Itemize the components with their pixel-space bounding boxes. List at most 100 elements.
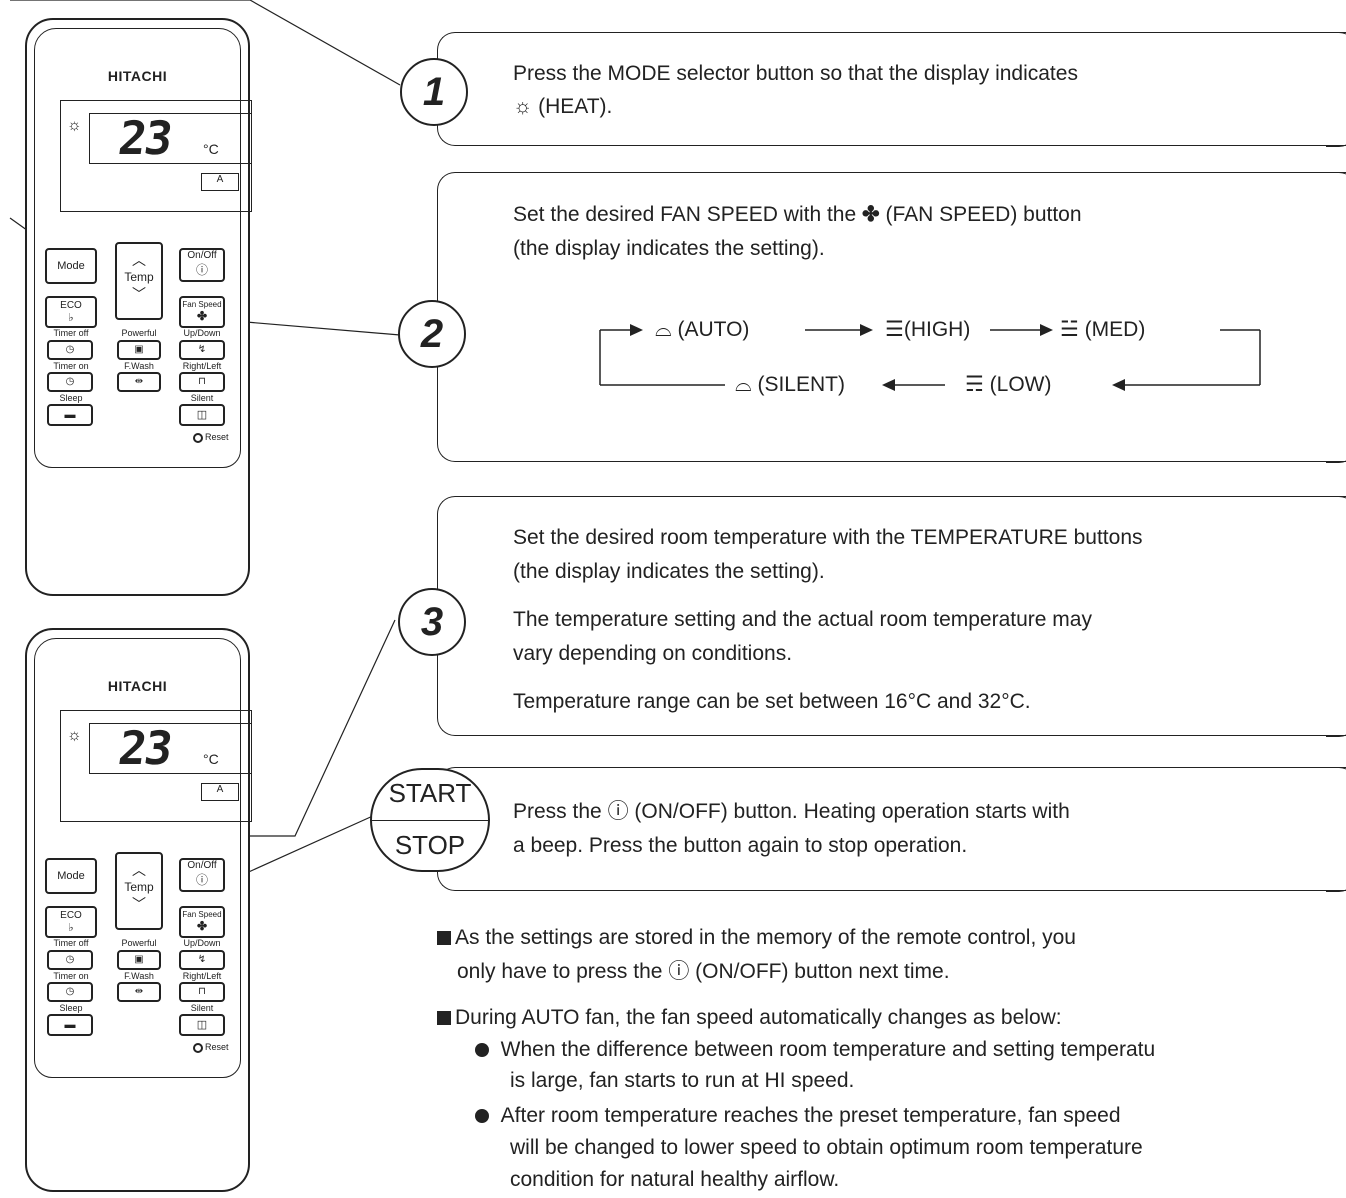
right-left-label: Right/Left: [182, 361, 222, 371]
dot-bullet-icon: [475, 1043, 489, 1057]
clock-icon: ◷: [65, 986, 75, 997]
step3-line1: Set the desired room temperature with th…: [513, 526, 1143, 549]
up-down-button[interactable]: ↯: [179, 950, 225, 970]
temp-down-icon[interactable]: ﹀: [132, 896, 146, 912]
fan-speed-button[interactable]: Fan Speed ✤: [179, 296, 225, 328]
right-left-button[interactable]: ⊓: [179, 982, 225, 1002]
note2-line1: During AUTO fan, the fan speed automatic…: [437, 1002, 1062, 1034]
step2-line1: Set the desired FAN SPEED with the ✤ (FA…: [513, 203, 1082, 226]
bed-icon: ▬: [64, 409, 76, 421]
timer-off-label: Timer off: [53, 938, 89, 948]
sleep-label: Sleep: [59, 1003, 83, 1013]
leaf-icon: ♭: [68, 922, 74, 934]
sleep-button[interactable]: ▬: [47, 1014, 93, 1036]
clock-icon: ◷: [65, 344, 75, 355]
wash-icon: ⇹: [134, 986, 144, 997]
step2-line2: (the display indicates the setting).: [513, 237, 825, 260]
onoff-button[interactable]: On/Off ⓘ: [179, 858, 225, 892]
temp-button[interactable]: ︿ Temp ﹀: [115, 852, 163, 930]
silent-button[interactable]: ◫: [179, 404, 225, 426]
sleep-button[interactable]: ▬: [47, 404, 93, 426]
reset-label: Reset: [205, 1042, 229, 1052]
fan-silent-icon: ⌓: [735, 373, 758, 396]
timer-off-label: Timer off: [53, 328, 89, 338]
timer-on-button[interactable]: ◷: [47, 982, 93, 1002]
fwash-button[interactable]: ⇹: [117, 372, 161, 392]
temp-down-icon[interactable]: ﹀: [132, 286, 146, 302]
display-temperature: 23: [115, 111, 175, 165]
eco-button[interactable]: ECO ♭: [45, 296, 97, 328]
remote-control-top: HITACHI ☼ 23 °C A Mode ︿ Temp ﹀ On/Off ⓘ…: [25, 18, 252, 596]
dot-bullet-icon: [475, 1109, 489, 1123]
bed-icon: ▬: [64, 1019, 76, 1031]
fan-high-icon: ☰: [885, 318, 904, 341]
note2-bullet2: After room temperature reaches the prese…: [475, 1100, 1121, 1132]
fwash-button[interactable]: ⇹: [117, 982, 161, 1002]
step3-line2: (the display indicates the setting).: [513, 560, 825, 583]
temp-label: Temp: [124, 880, 154, 894]
sleep-label: Sleep: [59, 393, 83, 403]
silent-icon: ◫: [196, 1019, 208, 1031]
display-unit: °C: [203, 751, 219, 767]
timer-on-label: Timer on: [53, 971, 89, 981]
timer-off-button[interactable]: ◷: [47, 950, 93, 970]
reset-button[interactable]: Reset: [193, 1042, 229, 1053]
square-bullet-icon: [437, 1011, 451, 1025]
heat-icon: ☼: [67, 117, 82, 134]
fan-speed-label: Fan Speed: [182, 910, 222, 919]
fan-cycle-diagram: [599, 324, 1261, 391]
powerful-label: Powerful: [121, 328, 157, 338]
fan-silent-option: ⌓ (SILENT): [735, 373, 845, 396]
temp-up-icon[interactable]: ︿: [132, 252, 146, 268]
up-down-label: Up/Down: [183, 938, 221, 948]
fan-med-option: ☱ (MED): [1060, 318, 1146, 341]
powerful-button[interactable]: ▣: [117, 950, 161, 970]
reset-button[interactable]: Reset: [193, 432, 229, 443]
swing-vertical-icon: ↯: [197, 344, 207, 355]
heat-icon: ☼: [513, 95, 539, 118]
silent-button[interactable]: ◫: [179, 1014, 225, 1036]
fan-auto-icon: ⌓: [655, 318, 678, 341]
fan-speed-label: Fan Speed: [182, 300, 222, 309]
right-left-label: Right/Left: [182, 971, 222, 981]
timer-on-button[interactable]: ◷: [47, 372, 93, 392]
brand-logo: HITACHI: [107, 678, 168, 694]
swing-horizontal-icon: ⊓: [198, 986, 206, 997]
power-icon: ⓘ: [195, 873, 208, 887]
mode-button[interactable]: Mode: [45, 858, 97, 894]
step3-line4: vary depending on conditions.: [513, 642, 793, 665]
start-stop-badge: START STOP: [370, 768, 490, 872]
silent-label: Silent: [190, 1003, 214, 1013]
right-left-button[interactable]: ⊓: [179, 372, 225, 392]
lcd-display: ☼ 23 °C A: [60, 710, 252, 822]
mode-button[interactable]: Mode: [45, 248, 97, 284]
fan-speed-button[interactable]: Fan Speed ✤: [179, 906, 225, 938]
note2-bullet1: When the difference between room tempera…: [475, 1034, 1346, 1066]
eco-label: ECO: [60, 300, 82, 311]
up-down-button[interactable]: ↯: [179, 340, 225, 360]
powerful-button[interactable]: ▣: [117, 340, 161, 360]
onoff-label: On/Off: [187, 860, 217, 871]
clock-icon: ◷: [65, 376, 75, 387]
timer-off-button[interactable]: ◷: [47, 340, 93, 360]
note1-line1: As the settings are stored in the memory…: [437, 922, 1076, 954]
reset-dot-icon: [193, 432, 203, 443]
square-bullet-icon: [437, 931, 451, 945]
eco-label: ECO: [60, 910, 82, 921]
temp-up-icon[interactable]: ︿: [132, 862, 146, 878]
silent-icon: ◫: [196, 409, 208, 421]
remote-control-bottom: HITACHI ☼ 23 °C A Mode ︿ Temp ﹀ On/Off ⓘ…: [25, 628, 252, 1192]
step4-line1: Press the ⓘ (ON/OFF) button. Heating ope…: [513, 800, 1070, 823]
powerful-icon: ▣: [134, 954, 144, 965]
display-unit: °C: [203, 141, 219, 157]
temp-button[interactable]: ︿ Temp ﹀: [115, 242, 163, 320]
onoff-button[interactable]: On/Off ⓘ: [179, 248, 225, 282]
fan-auto-icon: A: [201, 173, 239, 191]
fwash-label: F.Wash: [124, 361, 154, 371]
timer-on-label: Timer on: [53, 361, 89, 371]
step2-number: 2: [398, 300, 466, 368]
eco-button[interactable]: ECO ♭: [45, 906, 97, 938]
step3-number: 3: [398, 588, 466, 656]
fan-high-option: ☰(HIGH): [885, 318, 971, 341]
fan-icon: ✤: [196, 309, 208, 323]
